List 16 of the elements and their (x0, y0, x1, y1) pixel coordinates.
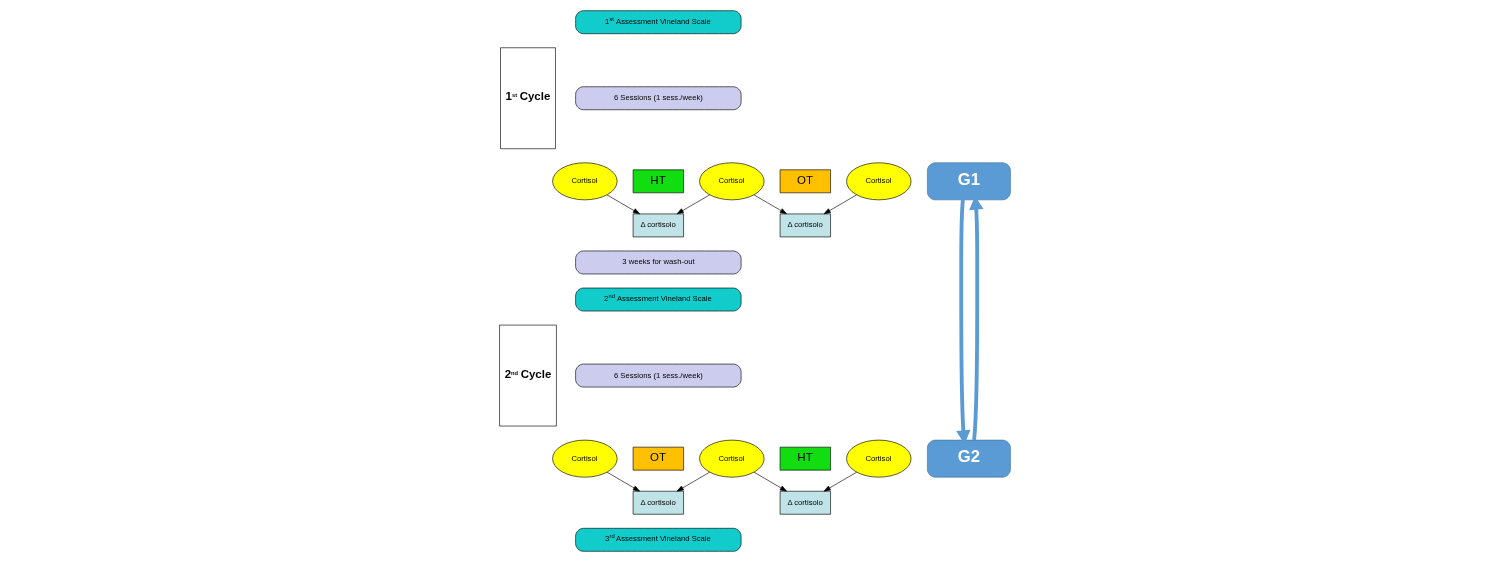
node-box: OT (779, 169, 831, 194)
node-box: OT (632, 446, 684, 471)
arrow (676, 471, 710, 492)
node-box: 2$^{nd}$ Cycle (498, 324, 557, 427)
arrow (606, 194, 640, 215)
arrow (823, 471, 857, 492)
node-box: HT (632, 169, 684, 194)
arrow (753, 471, 787, 492)
node-box: HT (779, 446, 831, 471)
arrow (753, 194, 787, 215)
arrow (676, 194, 710, 215)
node-box: G1 (926, 162, 1011, 201)
arrow (823, 194, 857, 215)
node-box: G2 (926, 439, 1011, 478)
node-box: 1$^{st}$ Cycle (499, 47, 556, 150)
arrow (606, 471, 640, 492)
